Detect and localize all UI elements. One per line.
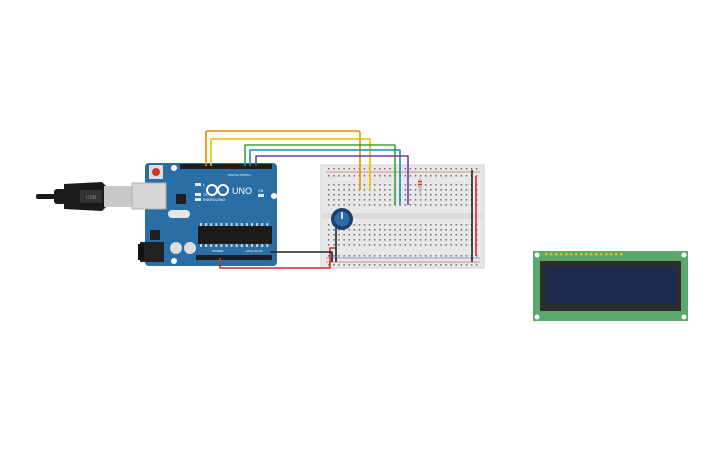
arduino-uno-board[interactable]: L TX RX ON ARDUINO UNO DIGITAL (PWM~) PO… (131, 163, 277, 266)
model-label: UNO (232, 186, 252, 196)
lcd-16x2[interactable] (533, 251, 688, 321)
brand-label: ARDUINO (207, 197, 225, 202)
wire-green (244, 144, 396, 205)
wires[interactable] (205, 130, 477, 269)
wire-purple (255, 155, 409, 205)
led-label-on: ON (258, 189, 264, 193)
power-header-label: POWER (212, 249, 224, 253)
usb-label: USB (86, 195, 97, 201)
wire-red (219, 247, 336, 269)
wire-teal (249, 149, 401, 205)
wire-orange (205, 130, 361, 190)
arduino-logo: ARDUINO (206, 184, 229, 202)
resistor[interactable] (418, 178, 422, 194)
digital-header-label: DIGITAL (PWM~) (228, 173, 251, 177)
atmega-chip (198, 226, 272, 244)
wire-yellow (210, 138, 371, 190)
breadboard[interactable] (320, 164, 485, 269)
led-label-tx: TX (203, 193, 208, 197)
analog-header-label: ANALOG IN (246, 249, 262, 253)
led-label-l: L (203, 183, 205, 187)
wire-black (270, 251, 333, 262)
lcd-screen (545, 267, 676, 304)
led-label-rx: RX (203, 198, 209, 202)
power-analog-header[interactable] (196, 255, 272, 260)
potentiometer[interactable] (331, 208, 353, 230)
digital-header[interactable] (180, 164, 272, 169)
usb-cable[interactable]: USB (36, 182, 134, 211)
